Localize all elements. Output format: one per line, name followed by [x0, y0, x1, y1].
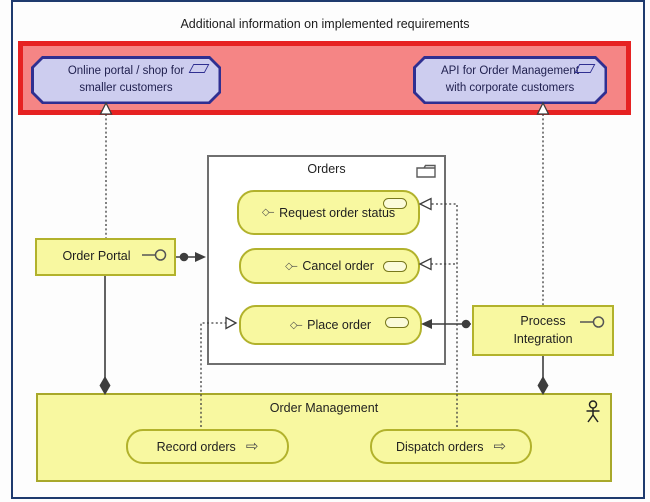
folder-icon [416, 164, 436, 183]
orders-container-title: Orders [307, 162, 346, 176]
actor-icon [585, 400, 601, 429]
component-order-portal[interactable]: Order Portal [35, 238, 176, 276]
service-place-order[interactable]: ◇– Place order [239, 305, 422, 345]
process-arrow-icon: ⇨ [245, 438, 259, 455]
component-process-integration[interactable]: Process Integration [472, 305, 614, 356]
requirement-octagon: Online portal / shop for smaller custome… [34, 59, 219, 102]
service-label: Cancel order [302, 259, 374, 273]
process-arrow-icon: ⇨ [493, 438, 507, 455]
application-service-icon [385, 317, 409, 328]
component-label-line1: Process [520, 314, 566, 328]
requirement-label-line2: smaller customers [79, 82, 173, 94]
interface-lollipop-icon [580, 315, 605, 335]
service-marker-icon: ◇– [261, 207, 274, 218]
process-dispatch-orders[interactable]: Dispatch orders ⇨ [370, 429, 532, 464]
component-label-line2: Integration [513, 331, 573, 346]
highlight-group[interactable]: Online portal / shop for smaller custome… [18, 41, 631, 115]
requirement-label-line1: API for Order Management [440, 64, 580, 77]
requirement-label-line1: Online portal / shop for [67, 64, 185, 77]
application-service-icon [383, 198, 407, 209]
requirement-online-portal[interactable]: Online portal / shop for smaller custome… [31, 56, 221, 104]
requirement-api-order-management[interactable]: API for Order Management with corporate … [413, 56, 607, 104]
application-service-icon [383, 261, 407, 272]
service-marker-icon: ◇– [289, 319, 302, 331]
composition-order-portal-to-order-management [99, 276, 111, 395]
service-label: Place order [307, 318, 372, 332]
component-label: Order Portal [62, 249, 131, 264]
process-label: Record orders [156, 439, 236, 454]
realization-order-portal-to-online-portal-requirement [99, 101, 113, 238]
orders-container[interactable]: Orders ◇– Request order status ◇– Cancel… [207, 155, 446, 365]
service-cancel-order[interactable]: ◇– Cancel order [239, 248, 420, 284]
service-marker-icon: ◇– [285, 260, 297, 272]
requirement-label-line2: with corporate customers [445, 82, 575, 94]
order-management-title: Order Management [269, 401, 379, 415]
process-record-orders[interactable]: Record orders ⇨ [126, 429, 289, 464]
assignment-order-portal-to-orders [176, 252, 206, 262]
process-label: Dispatch orders [395, 439, 484, 454]
diagram-title: Additional information on implemented re… [180, 17, 470, 31]
composition-process-integration-to-order-management [537, 356, 549, 395]
interface-lollipop-icon [142, 248, 167, 268]
service-label: Request order status [279, 205, 396, 220]
order-management-container[interactable]: Order Management Record orders ⇨ Dispatc… [36, 393, 612, 482]
service-request-order-status[interactable]: ◇– Request order status [237, 190, 420, 235]
realization-process-integration-to-api-requirement [536, 101, 550, 305]
requirement-octagon: API for Order Management with corporate … [416, 59, 605, 102]
